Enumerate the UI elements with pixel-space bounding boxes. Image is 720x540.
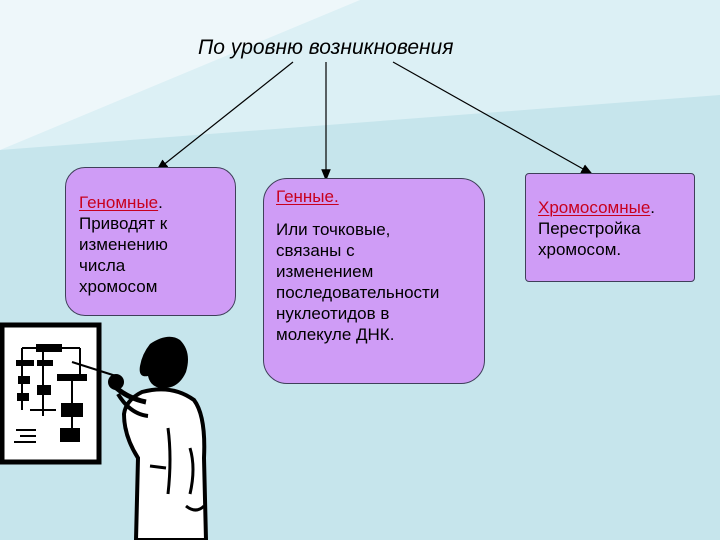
scientist-figure-icon (0, 322, 209, 540)
box-text: Перестройка хромосом. (538, 219, 641, 259)
box-heading: Геномные. (79, 193, 163, 212)
gene-mutations-box: Генные. Или точковые, связаны с изменени… (263, 178, 485, 384)
genomic-mutations-box: Геномные. Приводят к изменению числа хро… (65, 167, 236, 316)
box-text: Или точковые, связаны с изменением после… (276, 220, 440, 344)
diagram-title: По уровню возникновения (198, 36, 454, 59)
box-text: Приводят к изменению числа хромосом (79, 214, 168, 296)
arrow-to-chromosomal (392, 61, 594, 175)
arrow-to-genomic (156, 61, 294, 171)
box-heading: Генные. (276, 187, 339, 206)
box-heading: Хромосомные. (538, 198, 656, 217)
flowchart-board-icon (0, 322, 102, 465)
chromosomal-mutations-box: Хромосомные. Перестройка хромосом. (525, 173, 695, 282)
